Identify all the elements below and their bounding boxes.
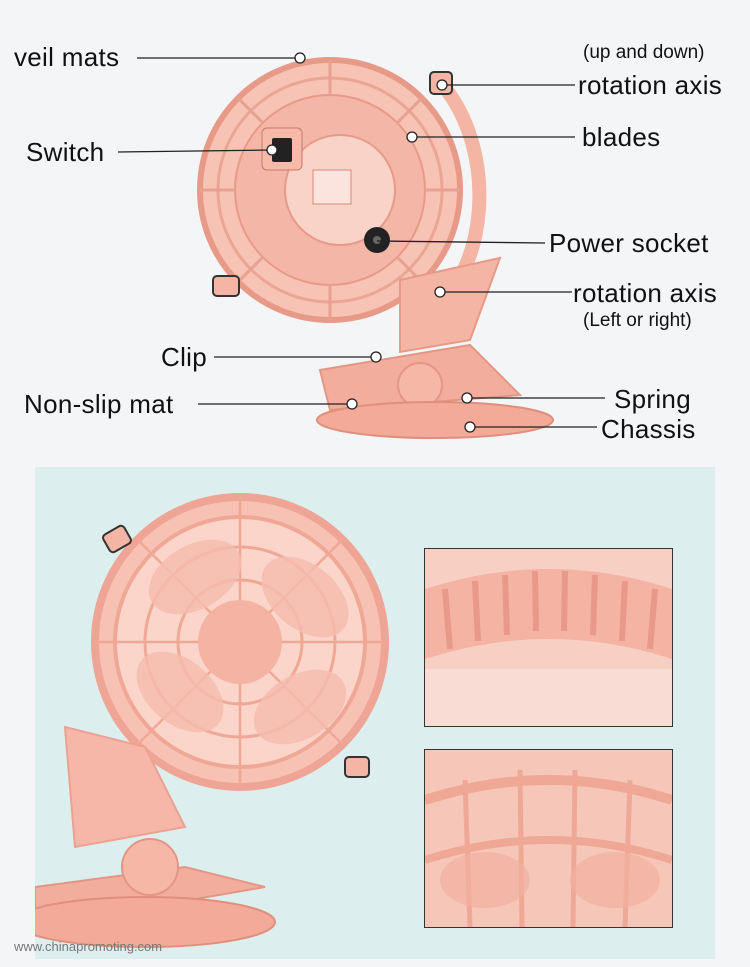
- label-chassis: Chassis: [601, 414, 696, 444]
- label-blades: blades: [582, 122, 661, 152]
- label-power-socket: Power socket: [549, 228, 709, 258]
- label-rotation-axis-bottom: rotation axis: [573, 278, 718, 308]
- label-clip: Clip: [161, 342, 207, 372]
- label-veil-mats: veil mats: [14, 42, 120, 72]
- label-non-slip-mat: Non-slip mat: [24, 389, 174, 419]
- detail-inset-guard: [424, 548, 673, 727]
- guard-detail-image: [425, 549, 672, 726]
- fan-front-photo: [35, 493, 389, 948]
- fan-back-illustration: [117, 52, 605, 439]
- detail-inset-blades: [424, 749, 673, 928]
- label-rotation-axis-top: rotation axis: [578, 70, 723, 100]
- label-left-or-right: (Left or right): [583, 310, 692, 331]
- watermark-text: www.chinapromoting.com: [14, 939, 163, 954]
- label-up-and-down: (up and down): [583, 42, 705, 63]
- labeled-diagram-section: veil mats (up and down) rotation axis Sw…: [0, 0, 750, 460]
- product-photo-section: [35, 467, 715, 959]
- label-switch: Switch: [26, 137, 105, 167]
- label-spring: Spring: [614, 384, 691, 414]
- blades-detail-image: [425, 750, 672, 927]
